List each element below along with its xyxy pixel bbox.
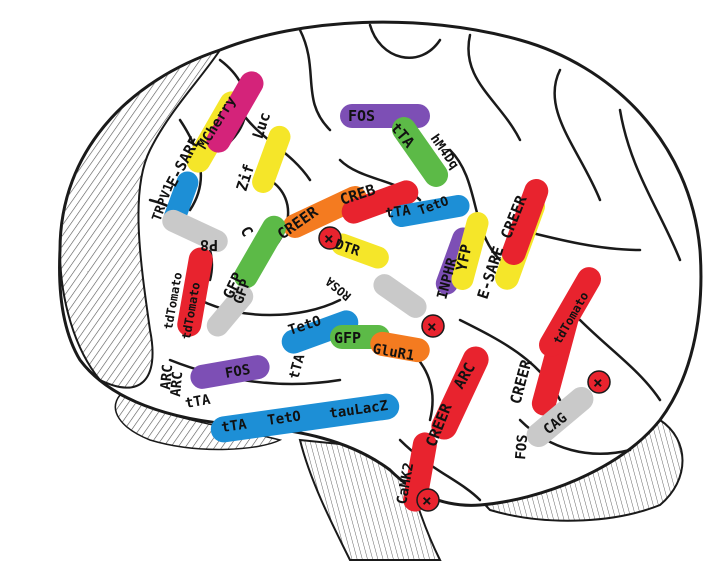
x-mark-3: × xyxy=(593,373,603,392)
x-mark-1: × xyxy=(324,229,334,248)
label-tta-2: tTA xyxy=(384,203,412,222)
label-tta-3: tTA xyxy=(286,352,308,381)
label-arc-2: ARC xyxy=(158,364,176,391)
label-yfp: YFP xyxy=(452,243,475,273)
label-teto-3: TetO xyxy=(266,408,302,429)
label-fos-2: FOS xyxy=(224,362,252,382)
x-mark-4: × xyxy=(422,491,432,510)
label-gfp-3: GFP xyxy=(334,329,361,347)
label-tta-4: tTA xyxy=(184,392,212,412)
label-strips xyxy=(162,71,601,512)
label-glur1: GluR1 xyxy=(371,341,415,364)
label-tta-5: tTA xyxy=(220,417,248,436)
x-markers xyxy=(318,226,611,512)
label-camk2: CaMK2 xyxy=(394,461,417,505)
x-mark-2: × xyxy=(427,317,437,336)
label-arc-1: ARC xyxy=(168,371,186,398)
label-dtr: DTR xyxy=(333,237,363,260)
label-fos-3: FOS xyxy=(513,434,531,461)
label-p8: P8 xyxy=(200,236,218,254)
gyri-lines xyxy=(148,23,682,502)
label-fos-1: FOS xyxy=(348,107,375,125)
